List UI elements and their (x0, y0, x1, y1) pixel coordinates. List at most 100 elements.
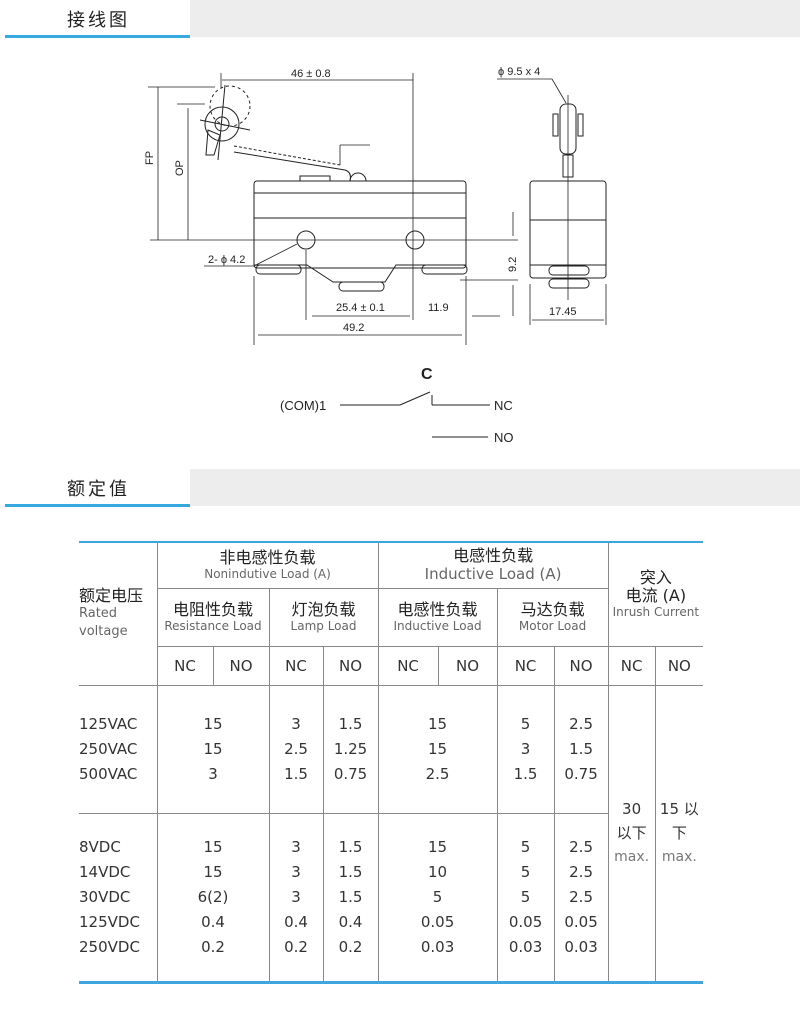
nc-header: NC (496, 645, 555, 686)
cell-value: 0.2 (338, 937, 363, 956)
side-view (497, 78, 607, 325)
cell-value: 下 (671, 824, 687, 842)
cell-value: 2.5 (569, 837, 593, 856)
cell-value: 0.4 (201, 912, 225, 931)
cell-value: 250VAC (79, 739, 138, 758)
dim-49-2: 49.2 (343, 322, 364, 334)
cell-value: 0.2 (201, 937, 225, 956)
cell-value: 0.4 (284, 912, 308, 931)
cell-value: 6(2) (197, 887, 229, 906)
label: Resistance Load (164, 619, 262, 633)
cell-value: max. (614, 849, 650, 865)
cell-value: 15 (428, 837, 448, 856)
cell-value: 3 (291, 714, 301, 733)
cell-value: 0.03 (508, 937, 543, 956)
cell-value: 0.05 (420, 912, 455, 931)
cell-value: 2.5 (569, 714, 593, 733)
circuit-com-label: (COM)1 (280, 398, 326, 413)
cell-value: 125VAC (79, 714, 138, 733)
dim-11-9: 11.9 (428, 302, 449, 314)
cell-value: max. (661, 849, 697, 865)
cell-value: 1.5 (338, 887, 363, 906)
cell-value: 3 (291, 837, 301, 856)
dim-9-2: 9.2 (507, 257, 519, 272)
label: Inrush Current (612, 605, 700, 620)
cell-value: 0.75 (333, 764, 368, 783)
section-title: 额定值 (67, 479, 130, 500)
section-tab: 额定值 (5, 469, 190, 507)
cell-value: 0.05 (564, 912, 598, 931)
section-title: 接线图 (67, 10, 130, 31)
label: 马达负载 (520, 600, 585, 619)
cell-value: 1.5 (338, 714, 363, 733)
cell-value: 15 (428, 714, 448, 733)
header-bar (190, 0, 800, 37)
section-tab: 接线图 (5, 0, 190, 38)
label: Nonindutive Load (A) (204, 567, 331, 582)
dim-25-4: 25.4 ± 0.1 (336, 302, 385, 314)
cell-value: 15 (203, 739, 223, 758)
ac-lamp-no: 1.5 1.25 0.75 (322, 684, 379, 814)
dim-17-45: 17.45 (549, 306, 577, 318)
cell-value: 30VDC (79, 887, 131, 906)
dim-46: 46 ± 0.8 (291, 68, 331, 80)
cell-value: 2.5 (284, 739, 308, 758)
dim-holes: 2- ϕ 4.2 (208, 254, 245, 266)
label: 非电感性负载 (219, 548, 316, 568)
cell-value: 以下 (616, 824, 647, 842)
no-header: NO (654, 645, 704, 686)
wiring-diagram: 46 ± 0.8 ϕ 9.5 x 4 FP OP 2- ϕ 4.2 9.2 25… (144, 66, 607, 445)
circuit-c-label: C (421, 366, 433, 383)
cell-value: 3 (208, 764, 218, 783)
cell-value: 2.5 (569, 887, 593, 906)
cell-value: 2.5 (569, 862, 593, 881)
cell-value: 15 (203, 862, 223, 881)
cell-value: 5 (432, 887, 443, 906)
label: Inductive Load (A) (424, 565, 562, 584)
cell-value: 1.5 (569, 739, 593, 758)
cell-value: 0.4 (338, 912, 363, 931)
cell-value: 1.25 (333, 739, 368, 758)
dimension-lines (148, 73, 518, 345)
circuit-no-label: NO (494, 430, 514, 445)
label: voltage (79, 623, 128, 639)
cell-value: 1.5 (338, 862, 363, 881)
label: 电流 (A) (625, 586, 687, 606)
cell-value: 14VDC (79, 862, 131, 881)
cell-value: 15 (428, 739, 448, 758)
label: 电阻性负载 (172, 600, 253, 619)
cell-value: 5 (520, 862, 531, 881)
ac-voltages: 125VAC 250VAC 500VAC (79, 684, 158, 814)
nc-header: NC (268, 645, 324, 686)
nc-header: NC (157, 645, 214, 686)
cell-value: 125VDC (79, 912, 140, 931)
no-header: NO (322, 645, 379, 686)
label: Lamp Load (290, 619, 357, 633)
cell-value: 0.2 (284, 937, 308, 956)
cell-value: 0.75 (564, 764, 598, 783)
label: 灯泡负载 (291, 600, 356, 619)
label: 突入 (639, 568, 672, 588)
cell-value: 1.5 (513, 764, 538, 783)
dim-roller: ϕ 9.5 x 4 (498, 66, 540, 78)
dim-fp: FP (144, 151, 156, 165)
no-header: NO (212, 645, 270, 686)
cell-value: 500VAC (79, 764, 138, 783)
